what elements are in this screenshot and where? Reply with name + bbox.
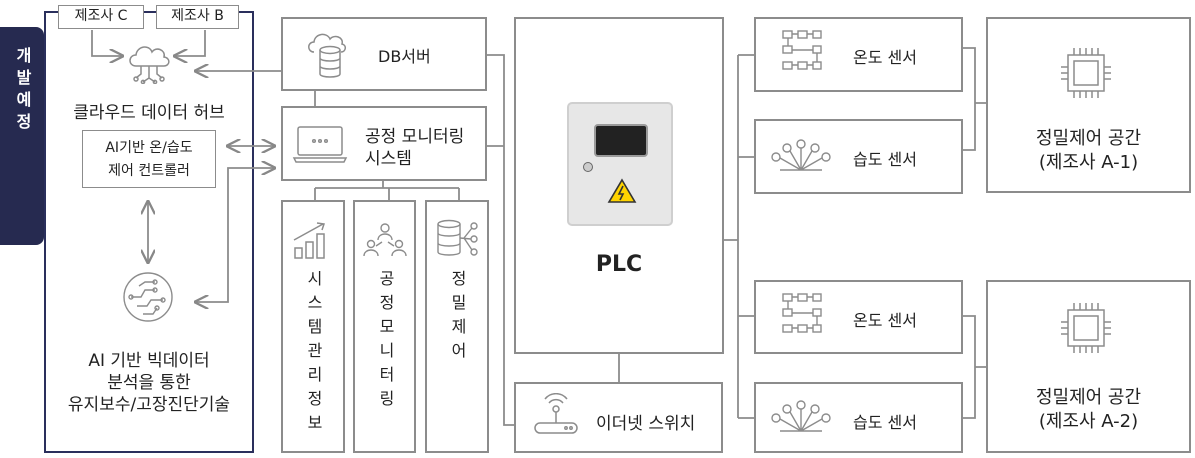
chip-icon-2 (1061, 303, 1111, 353)
sysinfo-label: 시스템관리정보 (304, 270, 323, 438)
precision-space-a2-line2: (제조사 A-2) (1038, 411, 1139, 432)
manufacturer-b-label: 제조사 B (171, 8, 224, 24)
side-tab: 개발예정 (0, 27, 44, 245)
laptop-icon (292, 126, 348, 163)
monitoring-line1: 공정 모니터링 (365, 127, 465, 147)
humidity-sensor-1 (754, 119, 963, 194)
monitoring-line2: 시스템 (365, 149, 412, 169)
ai-controller-line2: 제어 컨트롤러 (108, 163, 190, 179)
precision-space-a2 (986, 280, 1191, 453)
cloud-network-icon (129, 46, 170, 84)
high-voltage-icon (607, 178, 637, 203)
manufacturer-b: 제조사 B (156, 5, 239, 29)
temp-sensor-1-label: 온도 센서 (853, 48, 917, 67)
manufacturer-c: 제조사 C (58, 5, 144, 29)
ethernet-switch-box (514, 382, 723, 453)
growth-chart-icon (293, 222, 325, 259)
chip-icon (1061, 48, 1111, 98)
cloud-hub-label: 클라우드 데이터 허브 (73, 103, 225, 123)
process-label: 공정모니터링 (376, 270, 395, 414)
temp-sensor-2 (754, 280, 963, 354)
bigdata-line3: 유지보수/고장진단기술 (67, 395, 231, 415)
ai-controller-line1: AI기반 온/습도 (105, 140, 193, 156)
precision-space-a1-line2: (제조사 A-1) (1038, 152, 1139, 173)
cloud-database-icon (308, 33, 346, 78)
manufacturer-c-label: 제조사 C (74, 8, 128, 24)
side-tab-label: 개발예정 (13, 47, 32, 135)
humidity-sensor-2-label: 습도 센서 (853, 413, 917, 432)
humidity-sensor-1-label: 습도 센서 (853, 150, 917, 169)
precision-space-a2-line1: 정밀제어 공간 (1035, 387, 1142, 408)
temp-sensor-2-label: 온도 센서 (853, 311, 917, 330)
sensor-nodes-icon-2 (771, 400, 831, 432)
precision-column (425, 200, 489, 453)
temp-sensor-1 (754, 17, 963, 92)
sensor-nodes-icon (771, 139, 831, 171)
humidity-sensor-2 (754, 382, 963, 453)
database-network-icon (437, 219, 478, 256)
plc-label: PLC (595, 252, 643, 277)
process-column (353, 200, 416, 453)
router-icon (534, 393, 578, 434)
bigdata-line1: AI 기반 빅데이터 (88, 351, 210, 371)
plc-lock (583, 162, 593, 172)
db-server-box (281, 17, 487, 91)
precision-space-a1-line1: 정밀제어 공간 (1035, 128, 1142, 149)
monitoring-system-box (281, 106, 487, 181)
plc-display (594, 124, 648, 157)
plc-cabinet (567, 102, 673, 226)
circuit-flow-icon (782, 30, 822, 70)
ethernet-switch-label: 이더넷 스위치 (596, 414, 696, 434)
people-network-icon (363, 223, 407, 257)
bigdata-line2: 분석을 통한 (107, 373, 191, 393)
circuit-flow-icon-2 (782, 293, 822, 333)
precision-label: 정밀제어 (448, 270, 467, 366)
precision-space-a1 (986, 17, 1191, 193)
ai-controller-box: AI기반 온/습도 제어 컨트롤러 (82, 130, 216, 188)
ai-brain-icon (123, 272, 173, 322)
db-server-label: DB서버 (378, 47, 431, 66)
